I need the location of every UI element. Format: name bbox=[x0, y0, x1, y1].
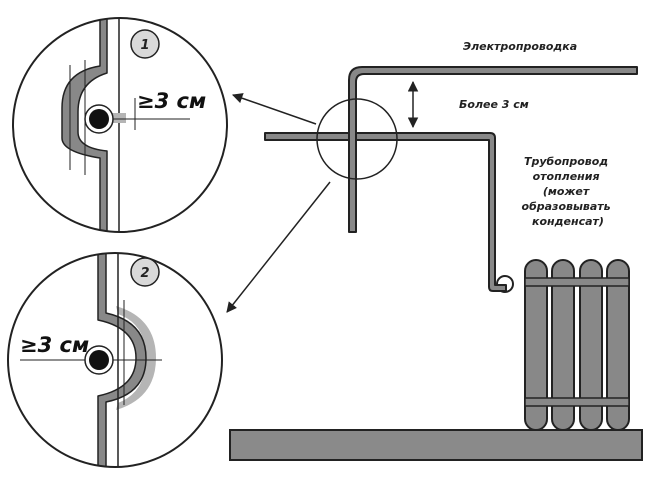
heating-pipe-section-2 bbox=[89, 350, 109, 370]
clearance-dim-2: ≥3 см bbox=[20, 333, 89, 357]
crossing-magnifier bbox=[316, 98, 398, 180]
clearance-dim-1: ≥3 см bbox=[137, 89, 206, 113]
radiator bbox=[496, 259, 630, 431]
heating-pipe-section-1 bbox=[89, 109, 109, 129]
detail-circle-2: 2 ≥3 см bbox=[7, 252, 223, 468]
heating-pipe bbox=[264, 132, 507, 292]
badge-2 bbox=[130, 257, 160, 287]
insulation-band bbox=[116, 306, 156, 410]
badge-2-label: 2 bbox=[140, 266, 149, 281]
pointer-arrow-1 bbox=[232, 93, 317, 125]
wiring-label: Электропроводка bbox=[463, 40, 577, 53]
pointer-arrow-2 bbox=[226, 181, 331, 313]
heating-pipe-label-line-1: Трубопровод bbox=[524, 155, 608, 168]
badge-1-label: 1 bbox=[140, 38, 149, 53]
heating-pipe-label-line-2: отопления bbox=[533, 170, 600, 183]
badge-1 bbox=[130, 29, 160, 59]
heating-pipe-label: Трубопровод отопления (может образовыват… bbox=[522, 155, 615, 228]
detail-circle-1: 1 ≥3 см bbox=[12, 17, 228, 233]
clearance-label: Более 3 см bbox=[459, 98, 529, 111]
heating-pipe-label-line-3: (может bbox=[543, 185, 590, 198]
heating-pipe-label-line-4: образовывать bbox=[522, 200, 611, 213]
heating-pipe-label-line-5: конденсат) bbox=[532, 215, 604, 228]
electrical-wiring bbox=[348, 66, 638, 233]
wire-bypass-1 bbox=[61, 18, 108, 232]
floor-slab bbox=[229, 429, 643, 461]
